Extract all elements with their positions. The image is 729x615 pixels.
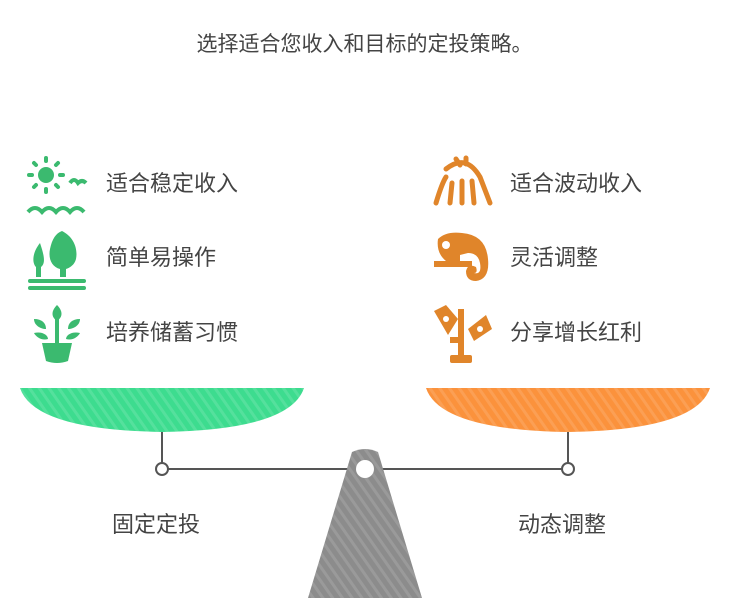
trees-icon [28, 231, 86, 290]
diagram-title: 选择适合您收入和目标的定投策略。 [196, 32, 533, 56]
left-item-1: 简单易操作 [106, 246, 217, 271]
right-strategy-label: 动态调整 [518, 513, 607, 538]
fulcrum-pin [356, 460, 374, 478]
fulcrum [308, 449, 422, 598]
left-bowl [20, 388, 304, 432]
left-item-2: 培养储蓄习惯 [106, 321, 239, 346]
left-strategy-label: 固定定投 [112, 513, 201, 538]
right-item-0: 适合波动收入 [510, 172, 643, 197]
money-plant-icon [434, 305, 492, 363]
left-pivot [155, 462, 169, 476]
chameleon-icon [434, 232, 489, 281]
balance-scale [20, 388, 710, 598]
right-item-2: 分享增长红利 [510, 321, 643, 346]
right-pivot [561, 462, 575, 476]
right-bowl [426, 388, 710, 432]
jellyfish-icon [433, 155, 493, 206]
potted-plant-icon [34, 305, 80, 363]
left-item-0: 适合稳定收入 [106, 172, 239, 197]
right-item-1: 灵活调整 [510, 246, 599, 271]
sun-waves-icon [26, 156, 88, 216]
